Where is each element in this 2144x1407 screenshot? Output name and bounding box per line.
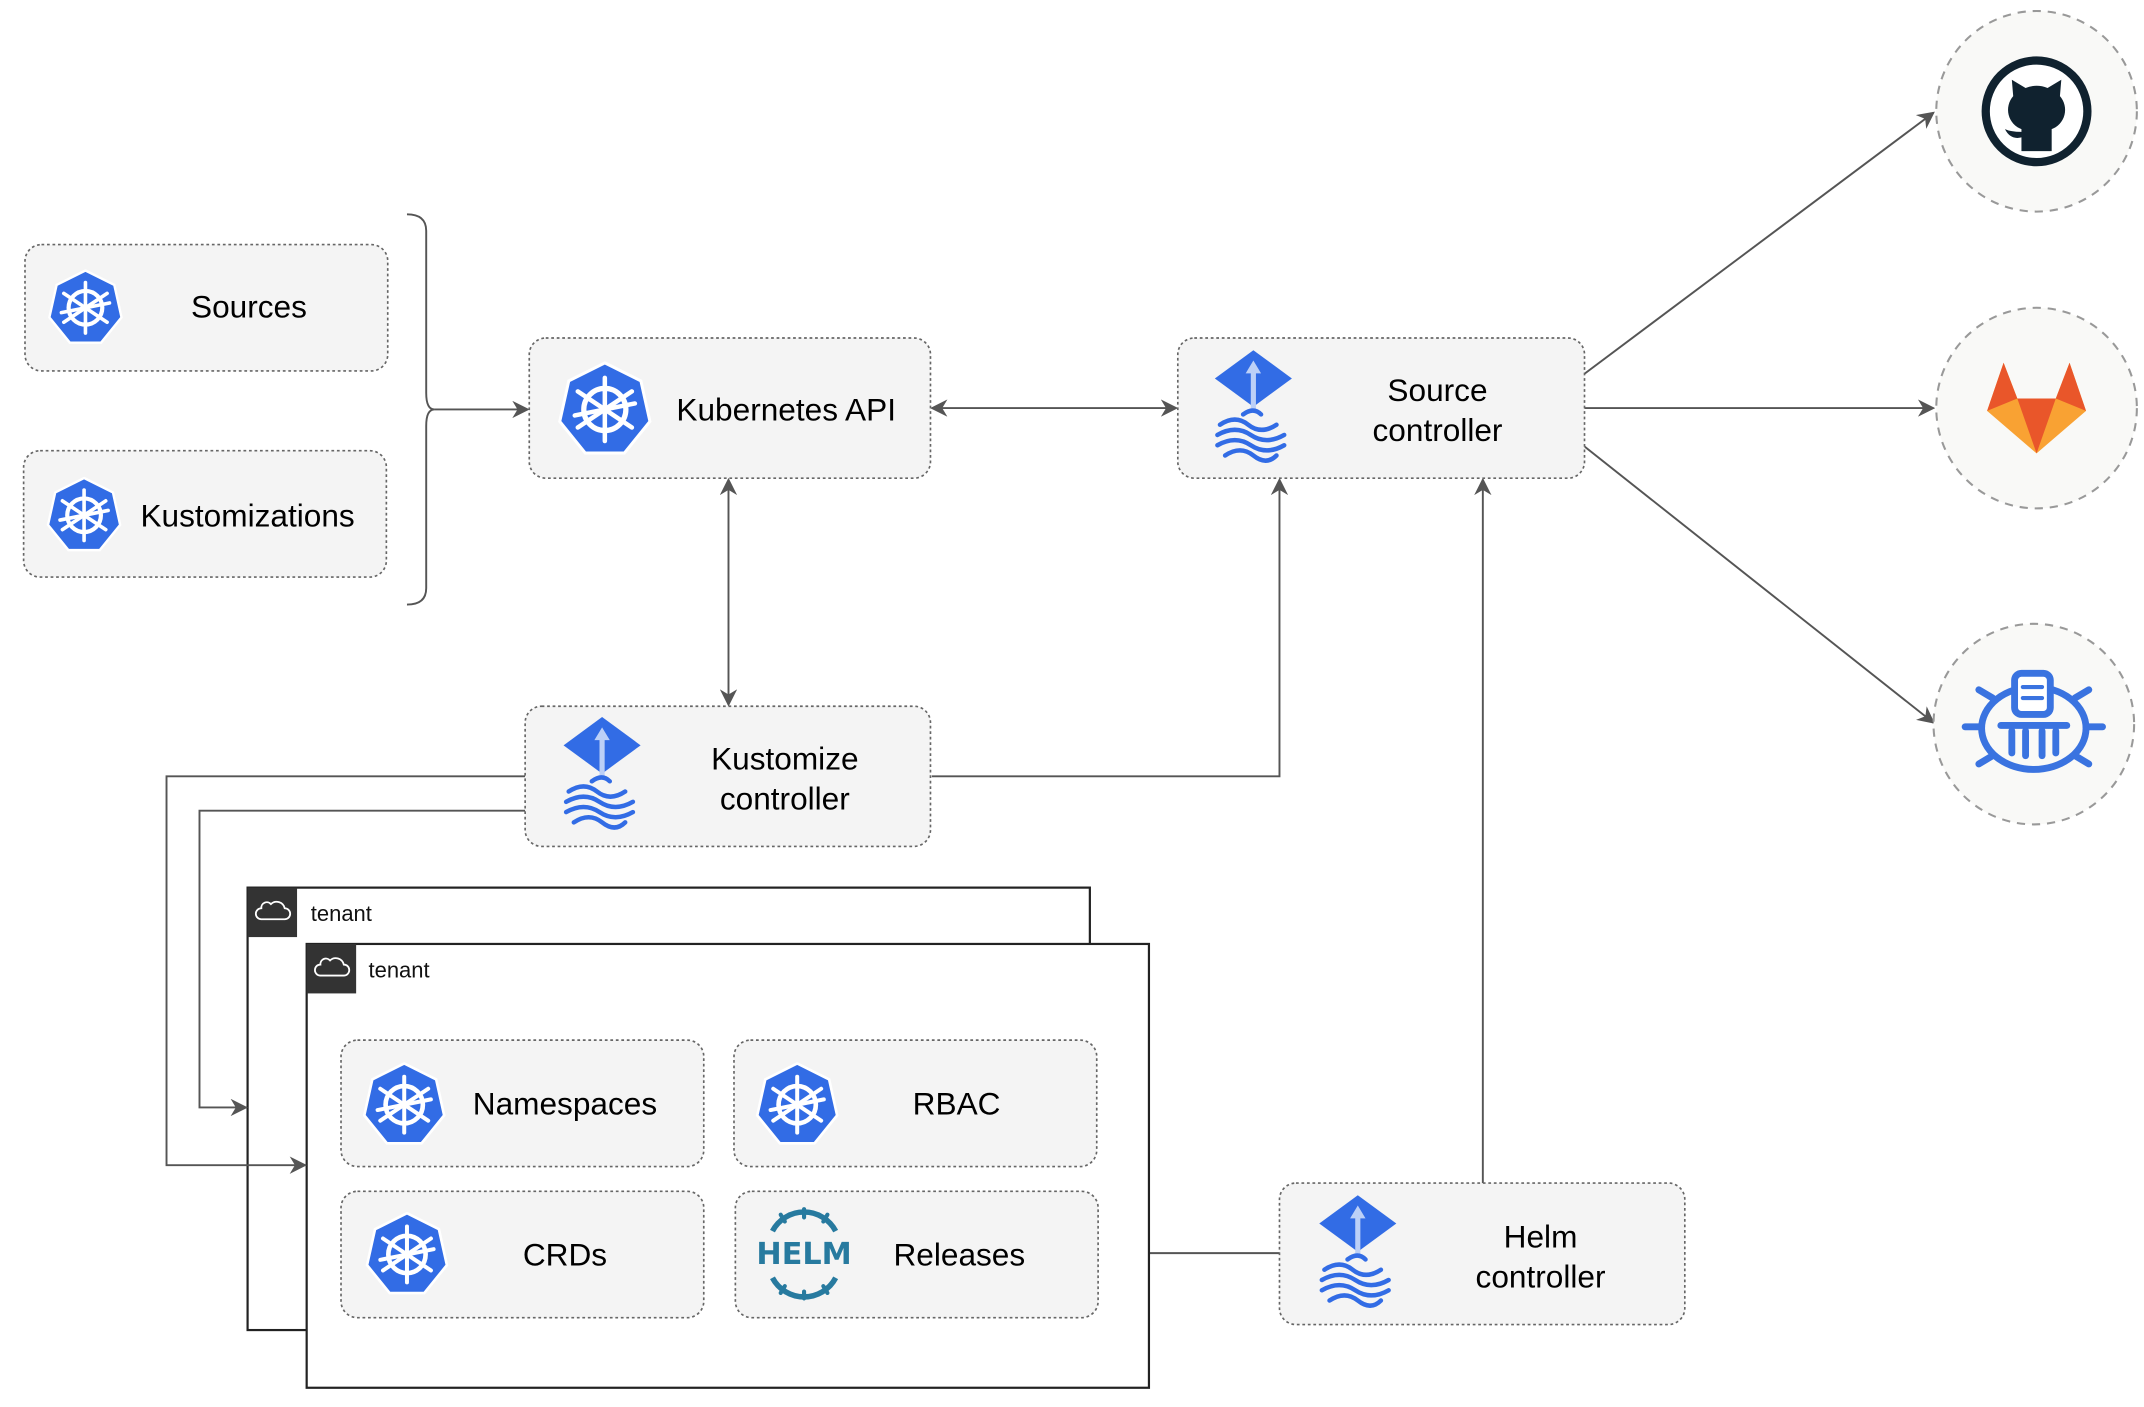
node-label: Kubernetes API bbox=[676, 391, 896, 427]
node-label: Helm bbox=[1504, 1219, 1578, 1255]
grouping-brace bbox=[406, 213, 435, 606]
node-kustomize-controller[interactable]: Kustomize controller bbox=[524, 705, 932, 848]
tenant-label: tenant bbox=[311, 901, 372, 926]
node-label: Kustomizations bbox=[140, 497, 354, 533]
node-label: Sources bbox=[191, 288, 307, 324]
cloud-icon bbox=[255, 900, 291, 921]
svg-text:HELM: HELM bbox=[756, 1237, 851, 1272]
helm-icon: HELM bbox=[756, 1207, 852, 1301]
node-crds[interactable]: CRDs bbox=[340, 1190, 705, 1319]
edge-source-to-github bbox=[1583, 111, 1935, 375]
edge-kustomize-to-tenant-front bbox=[165, 775, 526, 1174]
node-namespaces[interactable]: Namespaces bbox=[340, 1039, 705, 1168]
node-label: Releases bbox=[893, 1236, 1025, 1272]
node-label: controller bbox=[720, 780, 850, 816]
source-gitlab[interactable] bbox=[1935, 306, 2138, 510]
node-kubernetes-api[interactable]: Kubernetes API bbox=[528, 337, 932, 479]
edge-kustomize-to-tenant-back bbox=[198, 809, 526, 1117]
bucket-icon bbox=[1961, 669, 2106, 773]
cloud-icon bbox=[314, 957, 351, 977]
node-rbac[interactable]: RBAC bbox=[733, 1039, 1098, 1168]
source-bucket[interactable] bbox=[1932, 622, 2136, 826]
node-helm-controller[interactable]: Helm controller bbox=[1278, 1182, 1686, 1326]
tenant-label: tenant bbox=[369, 958, 430, 983]
node-label: CRDs bbox=[523, 1236, 607, 1272]
node-label: RBAC bbox=[913, 1085, 1001, 1121]
gitlab-icon bbox=[1987, 362, 2087, 454]
node-label: controller bbox=[1476, 1258, 1606, 1294]
edge-kustomize-to-source bbox=[931, 477, 1289, 778]
node-sources[interactable]: Sources bbox=[24, 243, 389, 372]
node-label: Kustomize bbox=[711, 740, 858, 776]
node-label: controller bbox=[1373, 412, 1503, 448]
node-label: Namespaces bbox=[473, 1085, 657, 1121]
github-icon bbox=[1981, 56, 2092, 167]
node-source-controller[interactable]: Source controller bbox=[1176, 337, 1586, 479]
node-label: Source bbox=[1387, 372, 1487, 408]
edge-source-to-bucket bbox=[1583, 445, 1935, 724]
node-releases[interactable]: HELM Releases bbox=[734, 1190, 1099, 1319]
node-kustomizations[interactable]: Kustomizations bbox=[22, 449, 388, 578]
source-github[interactable] bbox=[1935, 9, 2138, 213]
